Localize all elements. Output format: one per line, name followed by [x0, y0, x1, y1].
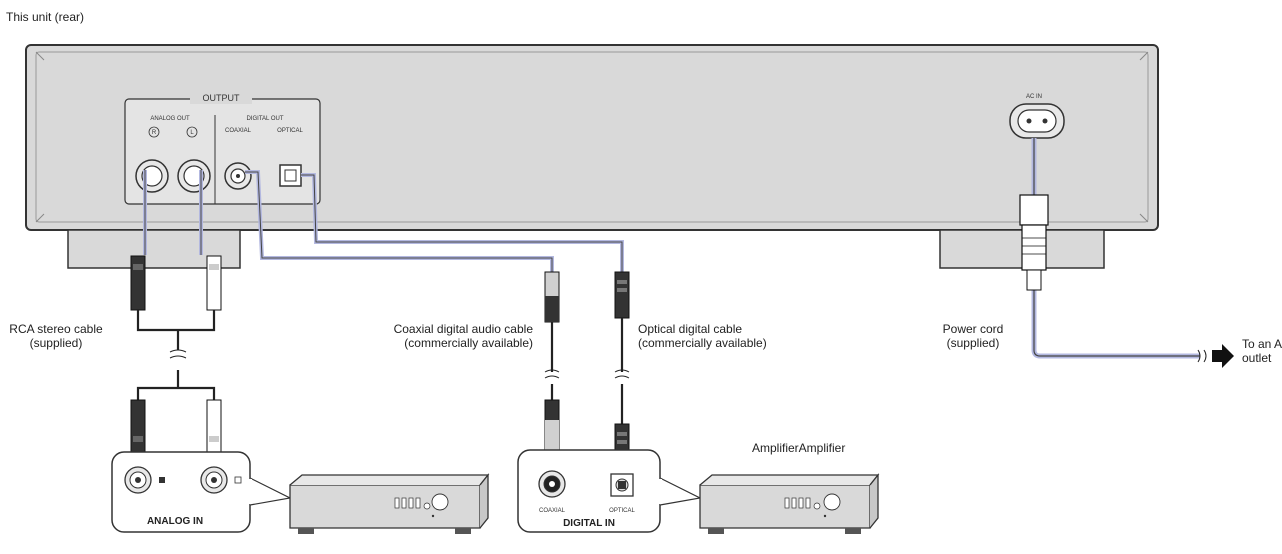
unit-rear-label: This unit (rear) [6, 10, 85, 24]
analog-in-panel: ANALOG IN [111, 451, 292, 533]
analog-in-l-marker [234, 476, 242, 484]
power-cord-label-line2: (supplied) [946, 336, 1000, 350]
rca-cable-label-line2: (supplied) [29, 336, 83, 350]
analog-r-marker [148, 126, 160, 138]
analog-r-label: R [152, 130, 157, 136]
coaxial-cable-label-line1: Coaxial digital audio cable [393, 322, 533, 336]
analog-in-l-jack[interactable] [200, 466, 228, 494]
digital-in-coaxial-jack[interactable] [538, 470, 566, 498]
rca-cable-y [136, 310, 216, 400]
coaxial-out-jack[interactable] [224, 162, 252, 190]
analog-out-label: ANALOG OUT [150, 116, 190, 122]
optical-cable-label: Optical digital cable (commercially avai… [638, 322, 767, 350]
output-section: OUTPUT ANALOG OUT R L DIGITAL OUT COAXIA… [124, 92, 321, 205]
output-label: OUTPUT [203, 93, 241, 103]
rca-break-mark [169, 349, 187, 359]
digital-in-coaxial-label: COAXIAL [539, 508, 566, 514]
rca-cable-label-line1: RCA stereo cable [9, 322, 103, 336]
amplifier-label: AmplifierAmplifier [752, 441, 846, 455]
optical-cable-line [301, 173, 624, 272]
coaxial-cable-line [245, 170, 554, 272]
rca-plug-white-bottom [206, 399, 222, 455]
digital-in-optical-label: OPTICAL [609, 508, 635, 514]
optical-plug-top [614, 271, 630, 319]
coaxial-cable-label: Coaxial digital audio cable (commerciall… [354, 322, 533, 350]
coaxial-plug-bottom [544, 399, 560, 453]
rca-plug-red-bottom [130, 399, 146, 455]
rca-cable-label: RCA stereo cable (supplied) [4, 322, 108, 350]
ac-outlet-label-line2: outlet [1242, 351, 1272, 365]
power-cord-label: Power cord (supplied) [930, 322, 1016, 350]
analog-in-r-jack[interactable] [124, 466, 152, 494]
ac-outlet-label-line1: To an AC wall [1242, 337, 1282, 351]
rca-plug-red-top [130, 255, 146, 311]
amplifier-analog [289, 473, 490, 534]
ac-in-label: AC IN [1026, 94, 1042, 100]
coaxial-cable-label-line2: (commercially available) [404, 336, 533, 350]
digital-in-panel: COAXIAL OPTICAL DIGITAL IN [517, 449, 702, 533]
ac-outlet-label: To an AC wall outlet [1242, 337, 1282, 365]
coaxial-plug-top [544, 271, 560, 323]
analog-in-r-marker [159, 477, 165, 483]
optical-cable-label-line1: Optical digital cable [638, 322, 743, 336]
rca-plug-white-top [206, 255, 222, 311]
power-cord-line [1031, 138, 1200, 359]
power-cord-label-line1: Power cord [942, 322, 1004, 336]
power-break-mark [1197, 349, 1207, 363]
digital-out-label: DIGITAL OUT [246, 116, 283, 122]
panel-optical-label: OPTICAL [277, 128, 303, 134]
rca-cable-lines [143, 170, 203, 255]
analog-l-label: L [190, 130, 194, 136]
analog-in-label: ANALOG IN [147, 516, 203, 527]
panel-coaxial-label: COAXIAL [225, 128, 252, 134]
amplifier-digital [699, 473, 880, 534]
digital-in-label: DIGITAL IN [563, 518, 615, 529]
optical-out-jack[interactable] [279, 164, 302, 187]
analog-r-jack[interactable] [135, 159, 169, 193]
arrow-right-icon [1212, 344, 1234, 368]
analog-l-marker [186, 126, 198, 138]
ac-in-socket[interactable]: AC IN [1009, 94, 1065, 139]
digital-in-optical-jack[interactable] [610, 473, 634, 497]
power-plug [1019, 194, 1049, 291]
analog-l-jack[interactable] [177, 159, 211, 193]
optical-cable-label-line2: (commercially available) [638, 336, 767, 350]
